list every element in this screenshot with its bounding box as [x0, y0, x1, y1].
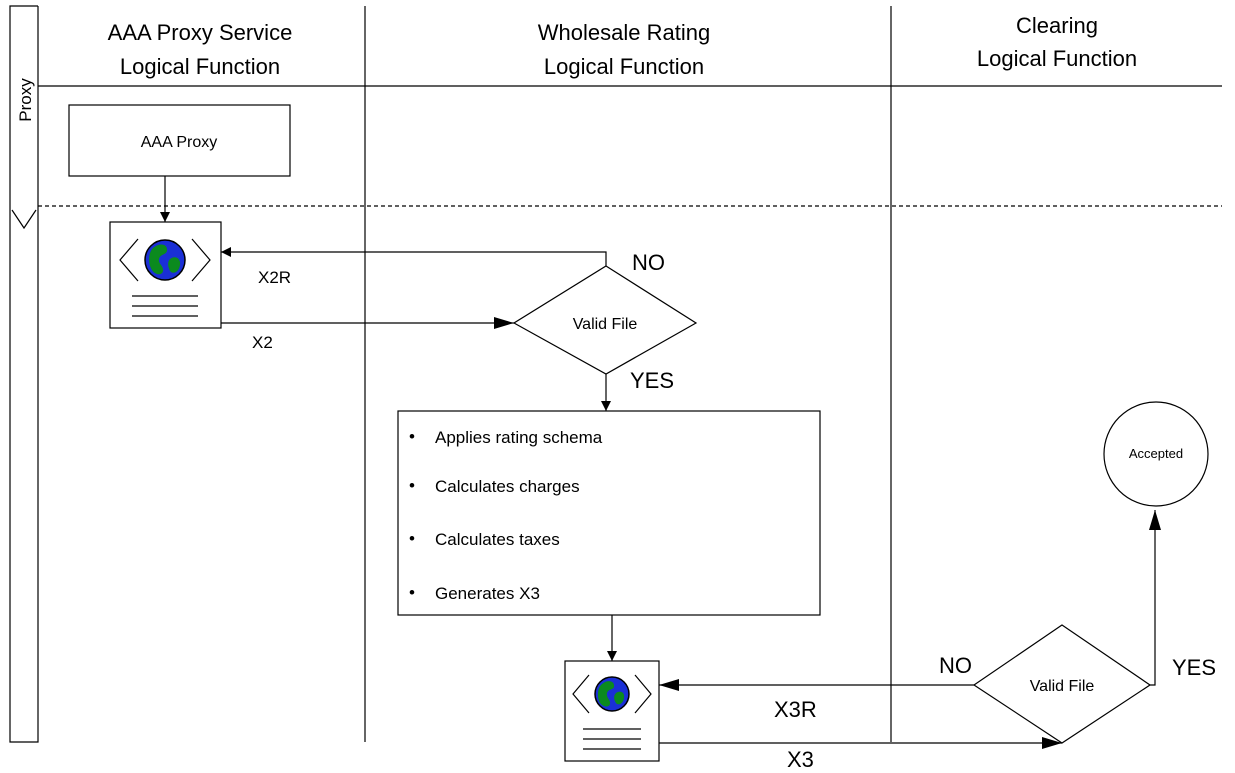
svg-text:•: •: [409, 583, 415, 602]
lane-header-line2: Logical Function: [120, 54, 280, 79]
edge-label-x2: X2: [252, 333, 273, 352]
xml-document-icon: [109, 221, 222, 329]
xml-document-icon: [564, 660, 660, 762]
decision-label: Valid File: [1030, 678, 1095, 695]
lane-header-wholesale-rating: Wholesale Rating Logical Function: [538, 20, 710, 79]
rating-process-box: • Applies rating schema • Calculates cha…: [397, 410, 821, 616]
edge-label-x3r: X3R: [774, 697, 817, 722]
aaa-proxy-label: AAA Proxy: [141, 134, 217, 151]
edge-label-x2r: X2R: [258, 268, 291, 287]
edge-label-no-2: NO: [939, 653, 972, 678]
globe-icon: [144, 239, 186, 281]
arrow-yes-2: [1149, 510, 1161, 686]
lane-header-line1: Wholesale Rating: [538, 20, 710, 45]
proxy-lane-label: Proxy: [16, 78, 35, 122]
arrow-x2r: [221, 247, 607, 266]
svg-text:•: •: [409, 476, 415, 495]
edge-label-yes-1: YES: [630, 368, 674, 393]
accepted-label: Accepted: [1129, 446, 1183, 461]
edge-label-yes-2: YES: [1172, 655, 1216, 680]
process-step: • Applies rating schema: [409, 427, 603, 447]
lane-header-line2: Logical Function: [544, 54, 704, 79]
process-step-text: Calculates charges: [435, 477, 580, 496]
process-step: • Calculates taxes: [409, 529, 560, 549]
decision-valid-file-2: Valid File: [972, 624, 1152, 744]
accepted-terminal: Accepted: [1103, 401, 1209, 507]
svg-text:•: •: [409, 427, 415, 446]
lane-header-line1: AAA Proxy Service: [108, 20, 293, 45]
lane-header-clearing: Clearing Logical Function: [977, 13, 1137, 71]
edge-label-no-1: NO: [632, 250, 665, 275]
lane-header-line2: Logical Function: [977, 46, 1137, 71]
process-step-text: Calculates taxes: [435, 530, 560, 549]
decision-label: Valid File: [573, 316, 638, 333]
process-step: • Generates X3: [409, 583, 540, 603]
svg-text:•: •: [409, 529, 415, 548]
edge-label-x3: X3: [787, 747, 814, 772]
decision-valid-file-1: Valid File: [512, 265, 698, 375]
process-step-text: Applies rating schema: [435, 428, 603, 447]
lane-header-aaa-proxy: AAA Proxy Service Logical Function: [108, 20, 293, 79]
aaa-proxy-box: AAA Proxy: [68, 104, 291, 177]
process-step: • Calculates charges: [409, 476, 580, 496]
process-step-text: Generates X3: [435, 584, 540, 603]
globe-icon: [594, 676, 630, 712]
proxy-lane-bar: Proxy: [9, 5, 39, 743]
lane-header-line1: Clearing: [1016, 13, 1098, 38]
